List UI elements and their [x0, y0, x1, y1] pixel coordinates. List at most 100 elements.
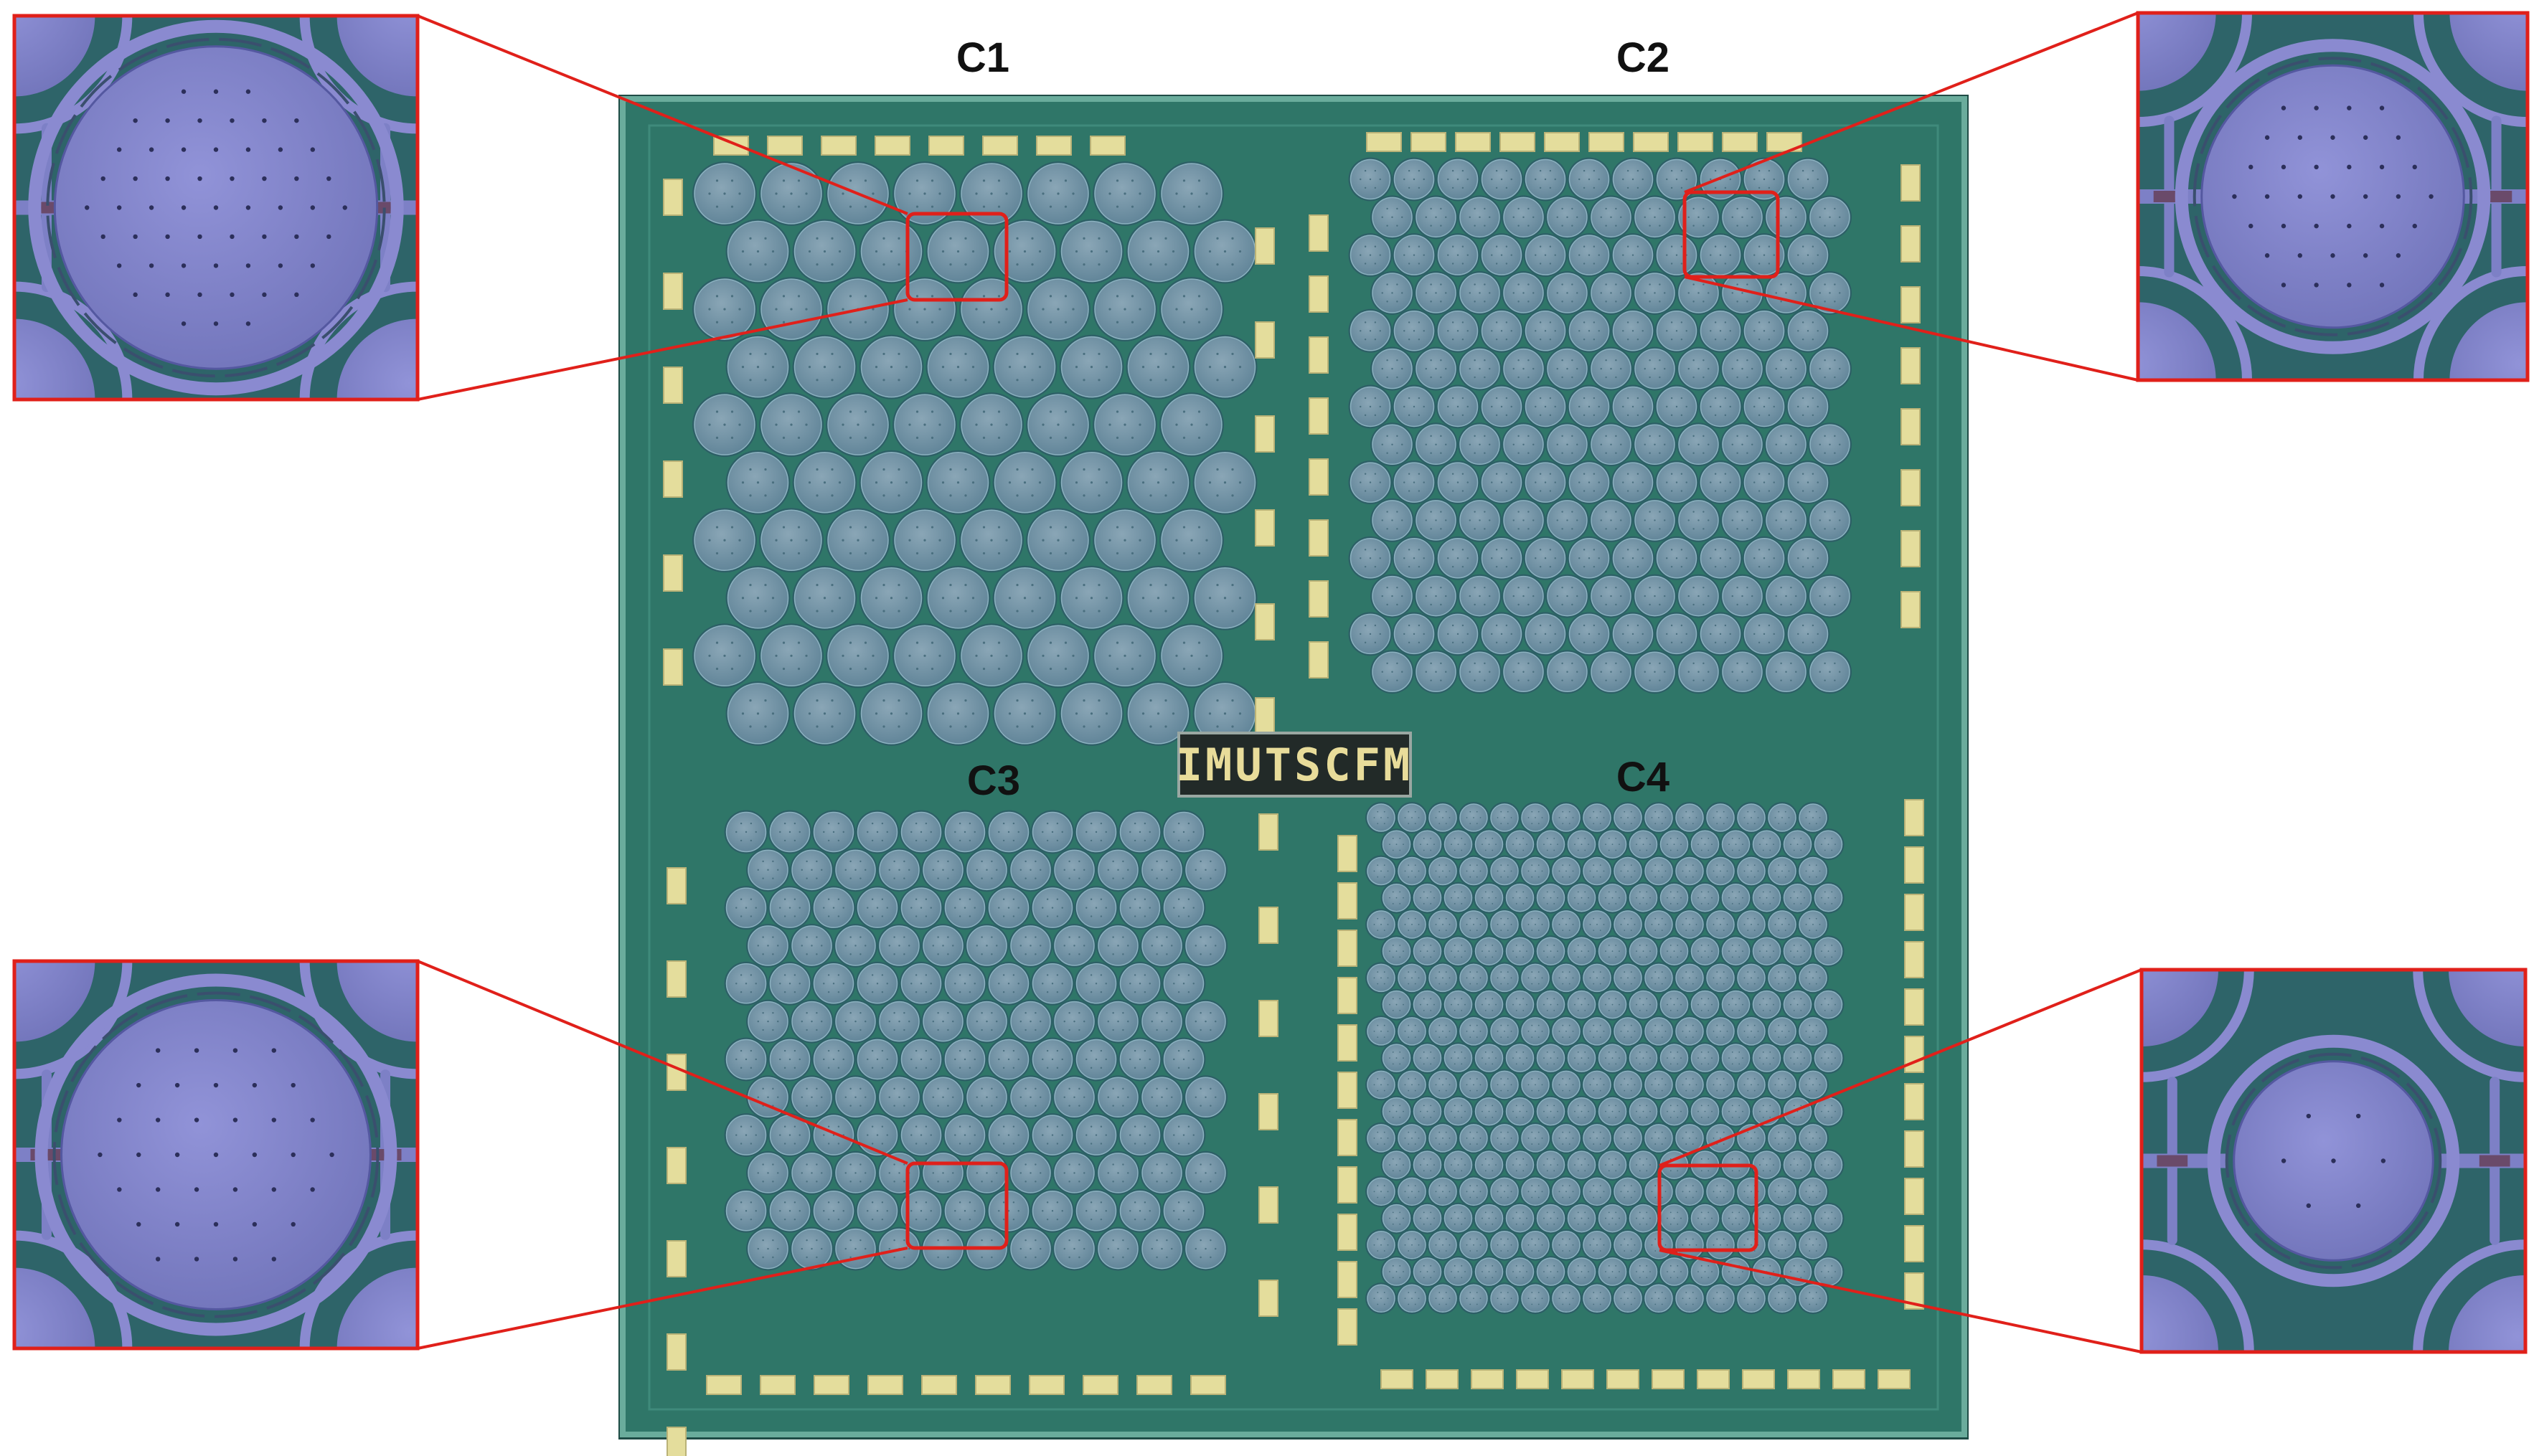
- membrane-c4: [1473, 1042, 1505, 1074]
- membrane-c4: [1674, 1176, 1705, 1208]
- membrane-c2: [1742, 536, 1786, 580]
- membrane-c4: [1658, 1202, 1690, 1234]
- region-label-c4: C4: [1616, 754, 1669, 800]
- membrane-c2: [1414, 346, 1458, 391]
- membrane-c3: [790, 1075, 834, 1120]
- membrane-c4: [1797, 1176, 1829, 1208]
- membrane-c2: [1502, 498, 1545, 542]
- bond-pad: [1309, 519, 1329, 557]
- membrane-c2: [1633, 195, 1677, 240]
- membrane-c4: [1643, 1015, 1675, 1047]
- membrane-c4: [1365, 1122, 1397, 1154]
- membrane-c2: [1786, 308, 1830, 353]
- membrane-c1: [892, 508, 957, 573]
- zoom-inset-c3: [14, 961, 418, 1348]
- membrane-c2: [1436, 157, 1480, 202]
- membrane-array-c1: [692, 161, 1258, 746]
- membrane-c4: [1596, 1042, 1629, 1074]
- membrane-c2: [1348, 384, 1393, 429]
- membrane-c4: [1812, 935, 1845, 968]
- membrane-c4: [1720, 1095, 1752, 1128]
- membrane-c4: [1812, 1149, 1845, 1181]
- membrane-c4: [1442, 1095, 1474, 1128]
- membrane-c4: [1458, 962, 1489, 994]
- membrane-c3: [790, 999, 834, 1044]
- membrane-c2: [1698, 384, 1743, 429]
- membrane-c4: [1535, 988, 1567, 1021]
- bond-pad: [1878, 1369, 1911, 1389]
- membrane-c4: [1411, 988, 1443, 1021]
- membrane-c3: [899, 961, 943, 1006]
- membrane-c1: [1026, 623, 1091, 689]
- membrane-c3: [834, 1150, 877, 1195]
- membrane-c4: [1797, 1122, 1829, 1154]
- membrane-c4: [1535, 828, 1567, 861]
- membrane-c1: [792, 681, 857, 746]
- membrane-c3: [943, 1037, 987, 1082]
- membrane-c4: [1504, 881, 1536, 914]
- membrane-c4: [1565, 1042, 1598, 1074]
- membrane-c3: [1052, 1150, 1096, 1195]
- membrane-c3: [834, 848, 877, 892]
- membrane-c2: [1545, 650, 1589, 694]
- zoom-inset-c4: [2142, 970, 2525, 1352]
- membrane-c3: [811, 961, 856, 1006]
- membrane-c4: [1473, 881, 1505, 914]
- membrane-c2: [1370, 422, 1414, 467]
- membrane-c3: [1096, 848, 1140, 892]
- membrane-c4: [1797, 855, 1829, 887]
- membrane-c2: [1523, 233, 1568, 278]
- membrane-c3: [1096, 999, 1140, 1044]
- membrane-c2: [1458, 422, 1502, 467]
- membrane-c3: [811, 886, 856, 930]
- bond-pad: [1258, 1093, 1278, 1130]
- membrane-c4: [1442, 1149, 1474, 1181]
- bond-pad: [1742, 1369, 1775, 1389]
- membrane-c4: [1674, 1122, 1705, 1154]
- membrane-c2: [1545, 195, 1589, 240]
- membrane-c2: [1392, 612, 1436, 656]
- membrane-c4: [1658, 935, 1690, 968]
- membrane-c1: [1159, 623, 1224, 689]
- membrane-c4: [1550, 802, 1582, 833]
- membrane-c2: [1720, 195, 1764, 240]
- membrane-c4: [1535, 1149, 1567, 1181]
- membrane-c3: [1184, 848, 1228, 892]
- membrane-c4: [1504, 1202, 1536, 1234]
- membrane-c2: [1523, 384, 1568, 429]
- membrane-c4: [1396, 1015, 1428, 1047]
- membrane-c3: [899, 810, 943, 854]
- membrane-c2: [1392, 384, 1436, 429]
- membrane-c2: [1589, 574, 1633, 618]
- membrane-c4: [1520, 962, 1551, 994]
- membrane-c2: [1764, 346, 1808, 391]
- membrane-c1: [1126, 565, 1191, 630]
- bond-pad: [1337, 835, 1357, 872]
- membrane-c4: [1365, 1282, 1397, 1315]
- membrane-c2: [1677, 650, 1720, 694]
- membrane-c3: [834, 1075, 877, 1120]
- membrane-c2: [1698, 536, 1743, 580]
- membrane-c3: [877, 1075, 921, 1120]
- membrane-c3: [986, 1037, 1031, 1082]
- membrane-c4: [1581, 855, 1613, 887]
- membrane-c4: [1365, 908, 1397, 940]
- membrane-c2: [1458, 574, 1502, 618]
- membrane-c2: [1479, 233, 1524, 278]
- bond-pad: [1337, 1214, 1357, 1251]
- membrane-c4: [1427, 962, 1459, 994]
- membrane-c2: [1567, 157, 1611, 202]
- membrane-c3: [1162, 1037, 1206, 1082]
- membrane-c4: [1720, 935, 1752, 968]
- membrane-c3: [877, 848, 921, 892]
- membrane-c4: [1627, 1149, 1659, 1181]
- membrane-c4: [1812, 828, 1845, 861]
- membrane-c4: [1565, 1202, 1598, 1234]
- membrane-c4: [1565, 828, 1598, 861]
- membrane-c4: [1442, 881, 1474, 914]
- membrane-c1: [692, 623, 757, 689]
- membrane-c4: [1520, 1122, 1551, 1154]
- membrane-c4: [1427, 1069, 1459, 1101]
- membrane-c2: [1348, 536, 1393, 580]
- membrane-c4: [1550, 855, 1582, 887]
